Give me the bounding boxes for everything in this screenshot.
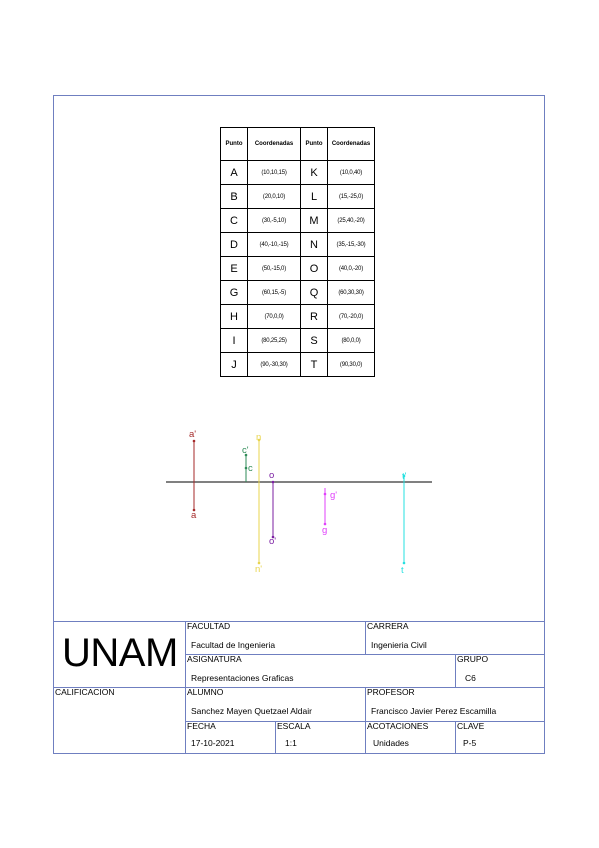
table-row: A(10,10,15)K(10,0,40) [220,160,375,185]
point-t-projection: t' t [401,471,407,576]
escala-value: 1:1 [285,738,297,748]
carrera-label: CARRERA [367,621,409,631]
coordinates-cell: (20,0,10) [247,184,301,209]
carrera-value: Ingenieria Civil [371,640,427,650]
label-c-bottom: c [248,463,253,474]
table-header-row: Punto Coordenadas Punto Coordenadas [220,127,375,161]
facultad-value: Facultad de Ingenieria [191,640,276,650]
clave-label: CLAVE [457,721,485,731]
label-o-top: o [269,470,274,481]
asignatura-value: Representaciones Graficas [191,673,294,683]
unam-logo: UNAM [62,631,178,675]
table-row: B(20,0,10)L(15,-25,0) [220,184,375,209]
coordinates-cell: (40,-10,-15) [247,232,301,257]
label-o-bottom: o' [269,536,276,547]
point-cell: J [220,352,248,377]
alumno-value: Sanchez Mayen Quetzael Aldair [191,706,312,716]
label-t-bottom: t [401,565,404,576]
fecha-value: 17-10-2021 [191,738,235,748]
label-g-bottom: g [322,525,327,536]
table-row: J(90,-30,30)T(90,30,0) [220,352,375,377]
calificacion-label: CALIFICACION [55,687,115,697]
coordinates-cell: (90,30,0) [327,352,375,377]
point-cell: T [300,352,328,377]
acotaciones-value: Unidades [373,738,409,748]
header-coordenadas-1: Coordenadas [247,127,301,161]
escala-label: ESCALA [277,721,311,731]
grupo-value: C6 [465,673,476,683]
title-block: UNAM FACULTAD Facultad de Ingenieria CAR… [53,621,545,754]
point-cell: M [300,208,328,233]
coordinates-cell: (10,10,15) [247,160,301,185]
facultad-label: FACULTAD [187,621,231,631]
point-cell: G [220,280,248,305]
table-row: C(30,-5,10)M(25,40,-20) [220,208,375,233]
label-g-top: g' [330,490,337,501]
point-c-projection: c' c [242,445,253,482]
table-row: I(80,25,25)S(80,0,0) [220,328,375,353]
point-cell: C [220,208,248,233]
label-c-top: c' [242,445,249,456]
alumno-label: ALUMNO [187,687,224,697]
grupo-label: GRUPO [457,654,489,664]
fecha-label: FECHA [187,721,216,731]
coordinates-table: Punto Coordenadas Punto Coordenadas A(10… [220,127,375,377]
acotaciones-label: ACOTACIONES [367,721,429,731]
point-g-projection: g' g [322,488,337,536]
drawing-frame [53,95,545,754]
point-n-projection: n n' [255,432,262,575]
coordinates-cell: (30,-5,10) [247,208,301,233]
label-n-top: n [256,432,261,443]
profesor-value: Francisco Javier Perez Escamilla [371,706,497,716]
point-cell: A [220,160,248,185]
coordinates-cell: (70,-20,0) [327,304,375,329]
label-n-bottom: n' [255,564,262,575]
point-o-projection: o o' [269,470,276,547]
table-row: E(50,-15,0)O(40,0,-20) [220,256,375,281]
profesor-label: PROFESOR [367,687,415,697]
point-cell: N [300,232,328,257]
coordinates-table-body: A(10,10,15)K(10,0,40)B(20,0,10)L(15,-25,… [220,160,375,377]
point-a-projection: a' a [189,429,197,521]
coordinates-cell: (90,-30,30) [247,352,301,377]
clave-value: P-5 [463,738,477,748]
point-cell: L [300,184,328,209]
label-a-top: a' [189,429,196,440]
coordinates-cell: (60,30,30) [327,280,375,305]
label-a-bottom: a [191,510,197,521]
coordinates-cell: (80,25,25) [247,328,301,353]
table-row: D(40,-10,-15)N(35,-15,-30) [220,232,375,257]
label-t-top: t' [402,471,407,482]
asignatura-label: ASIGNATURA [187,654,242,664]
